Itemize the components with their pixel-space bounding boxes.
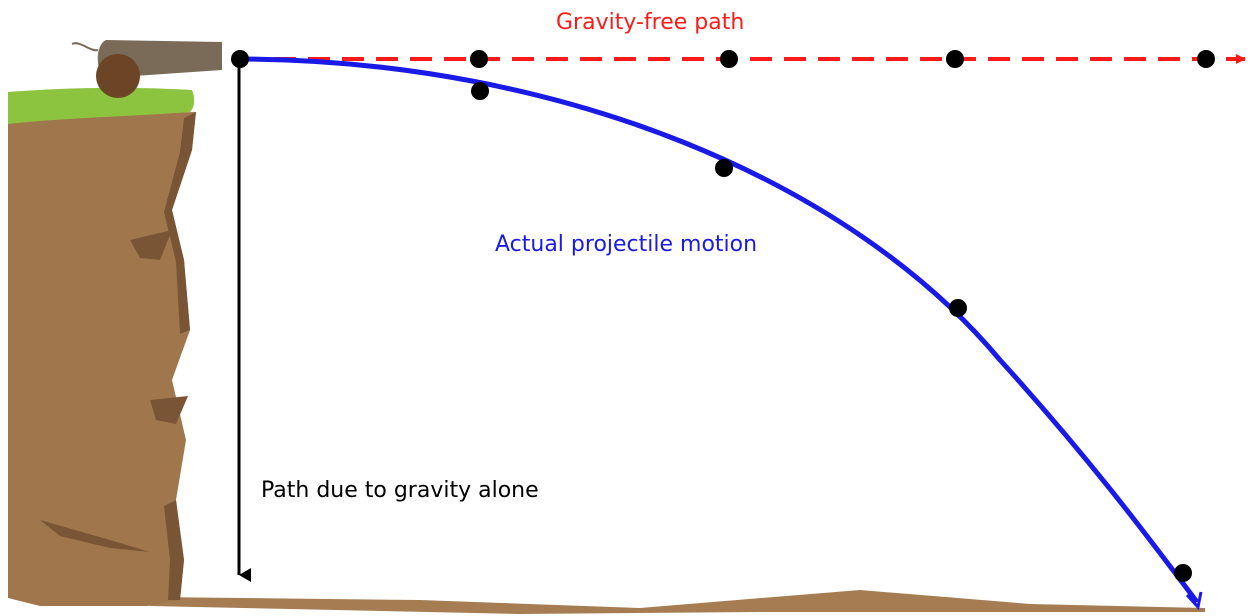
projectile-dot <box>1174 564 1192 582</box>
gravity-free-dot <box>470 50 488 68</box>
projectile-dot <box>949 299 967 317</box>
actual-projectile-motion-label: Actual projectile motion <box>495 232 757 258</box>
ground <box>150 590 1205 614</box>
gravity-free-dot <box>946 50 964 68</box>
gravity-free-dot <box>720 50 738 68</box>
projectile-dot <box>715 159 733 177</box>
cliff-icon <box>8 88 196 606</box>
gravity-free-dot <box>231 50 249 68</box>
gravity-free-dot <box>1197 50 1215 68</box>
projectile-path-curve <box>240 59 1197 602</box>
projectile-dot <box>471 82 489 100</box>
path-due-to-gravity-alone-label: Path due to gravity alone <box>261 478 539 504</box>
gravity-free-path-label: Gravity-free path <box>556 10 744 36</box>
